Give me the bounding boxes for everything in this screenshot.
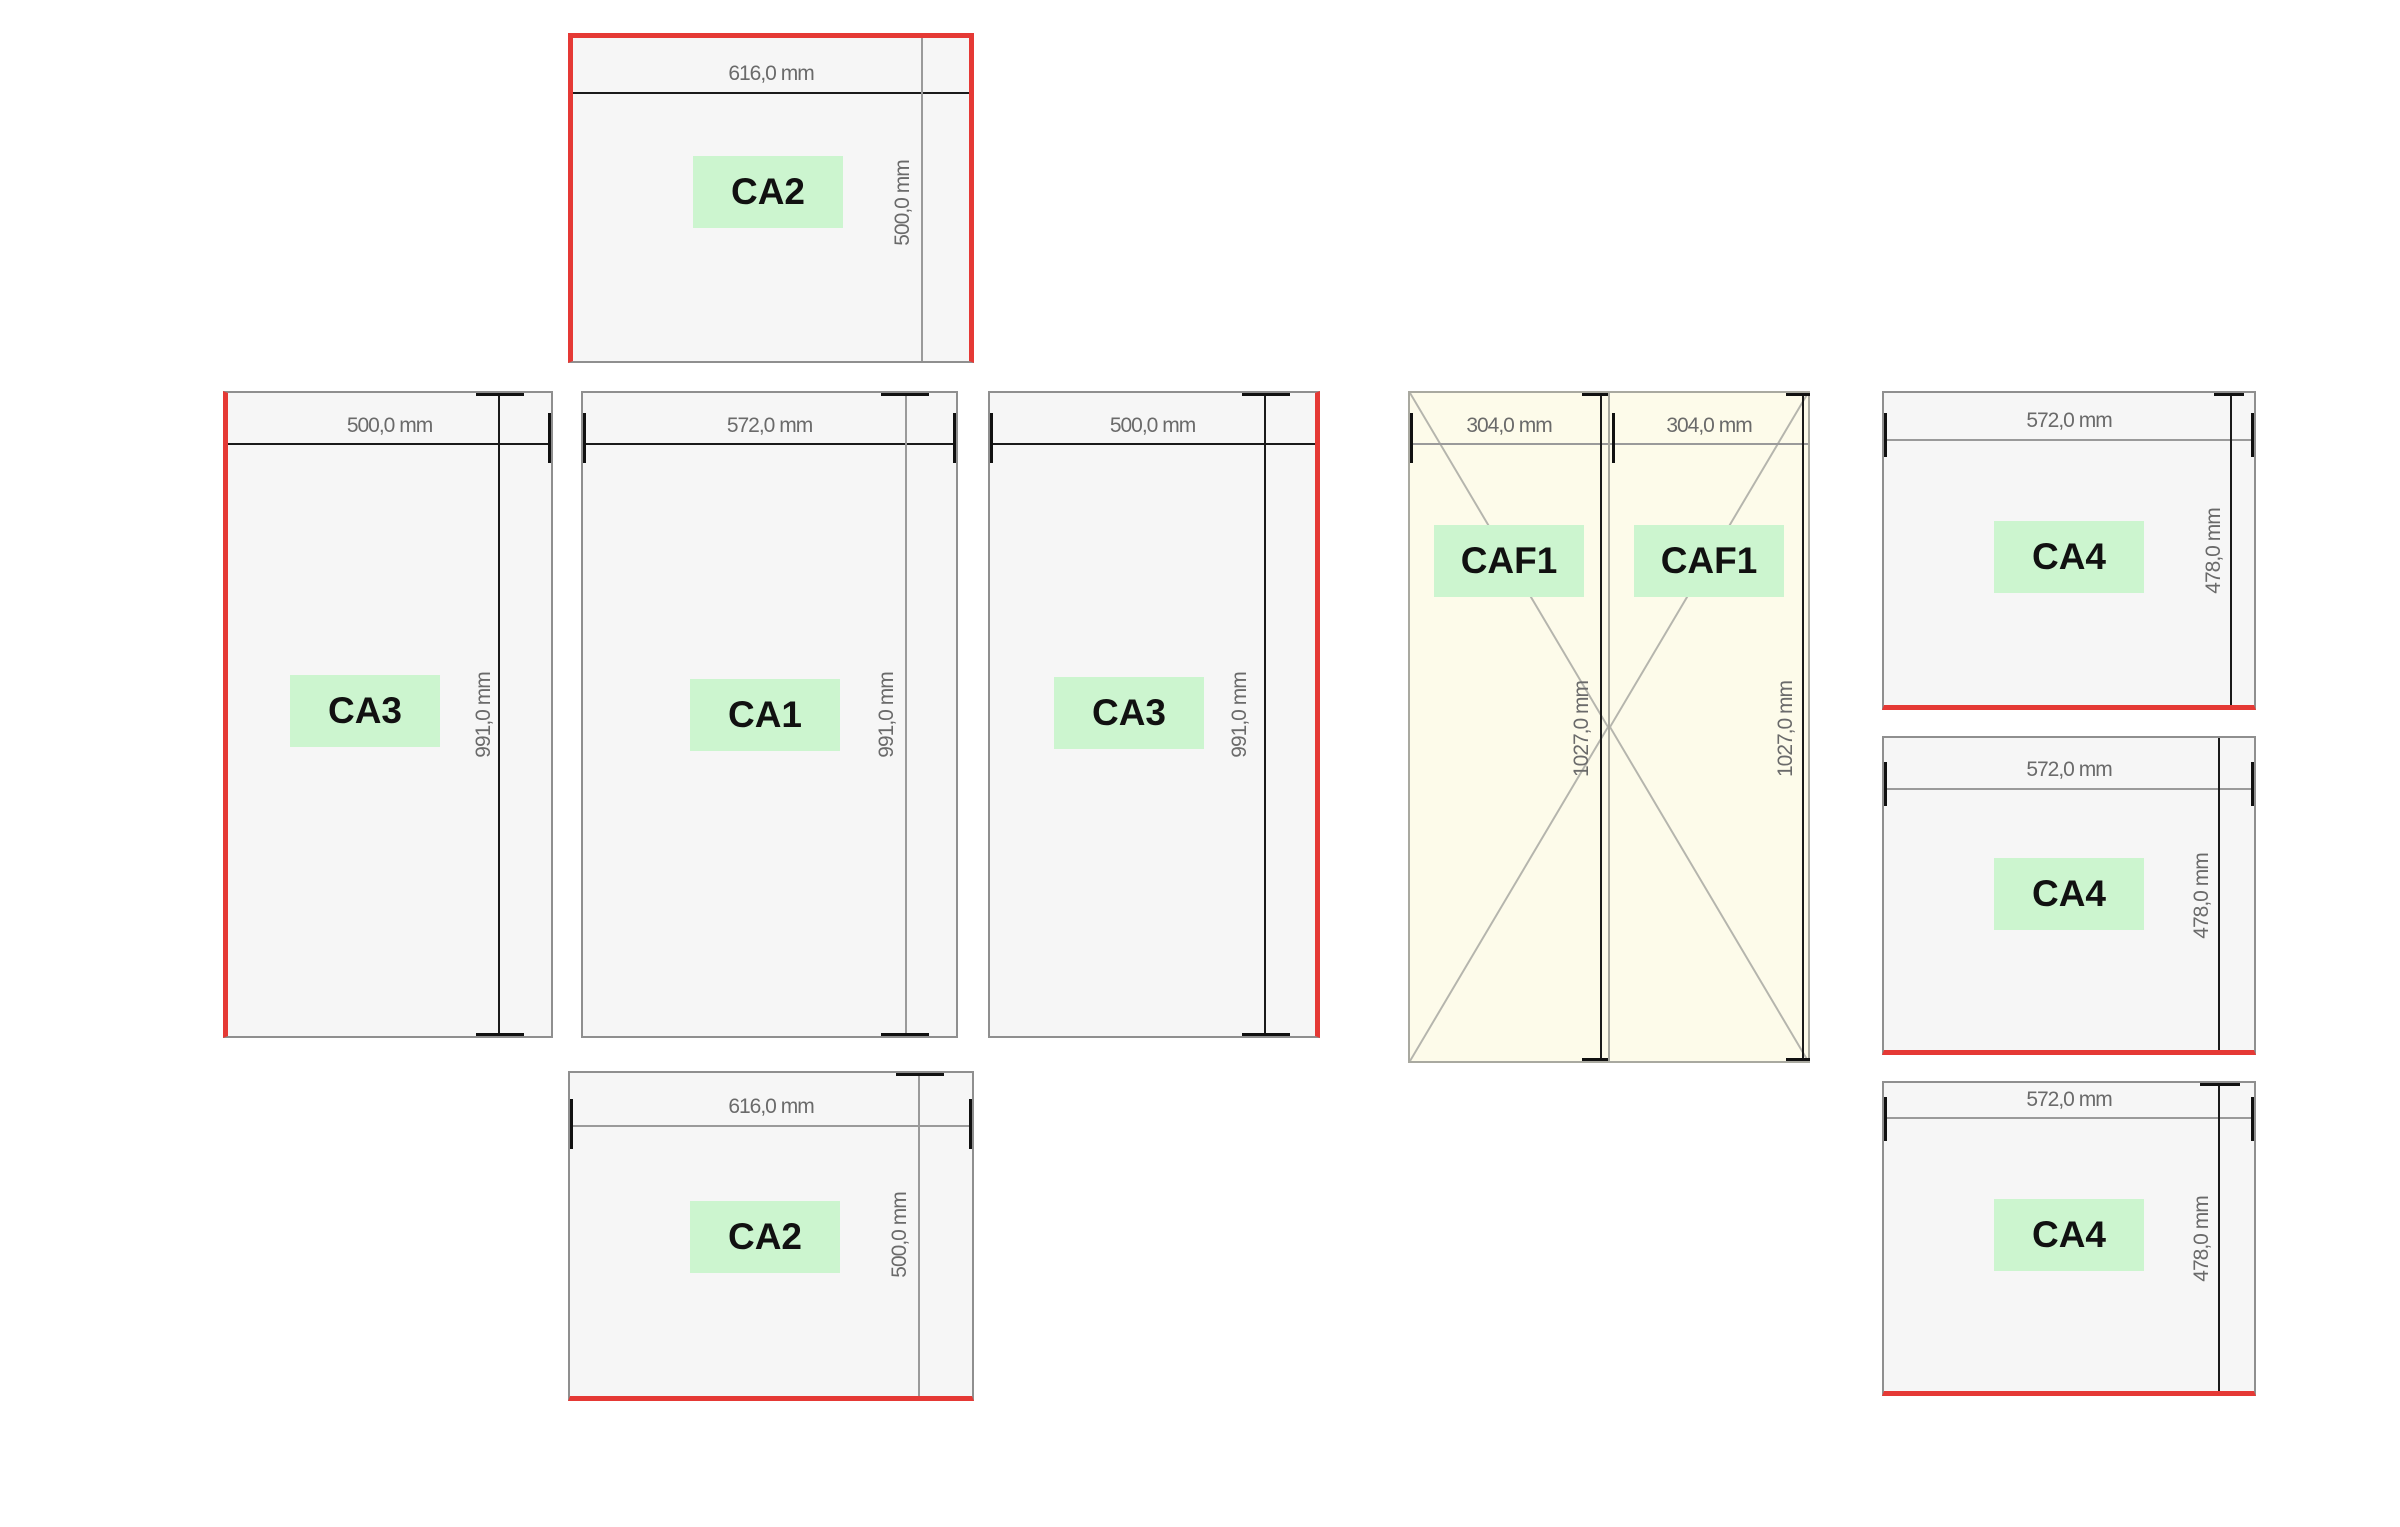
dimension-tick [1884,413,1887,457]
dimension-tick [881,393,929,396]
width-dimension-label: 616,0 mm [728,1095,814,1118]
dimension-tick [1242,1033,1290,1036]
dimension-tick [1242,393,1290,396]
dimension-tick [2251,1097,2254,1141]
panel-tag: CAF1 [1434,525,1584,597]
height-dimension-line [1600,393,1602,1061]
dimension-tick [1884,762,1887,806]
width-dimension-label: 572,0 mm [726,414,813,437]
height-dimension-line [2218,1083,2220,1391]
height-dimension-line [905,393,907,1036]
dimension-tick [1410,413,1413,463]
width-dimension-label: 500,0 mm [1109,414,1196,437]
dimension-tick [548,413,551,463]
width-dimension-line [228,443,551,445]
width-dimension-label: 616,0 mm [728,62,814,85]
dimension-tick [1884,1097,1887,1141]
width-dimension-line [1884,788,2254,790]
width-dimension-label: 304,0 mm [1466,414,1552,437]
panel-ca4-top: 572,0 mm 478,0 mm CA4 [1882,391,2256,710]
panel-tag: CAF1 [1634,525,1784,597]
dimension-tick [583,413,586,463]
dimension-tick [570,1099,573,1149]
dimension-tick [881,1033,929,1036]
dimension-tick [2214,393,2244,396]
dimension-tick [1612,413,1615,463]
panel-tag: CA3 [1054,677,1204,749]
dimension-tick [476,393,524,396]
panel-ca2-top: 616,0 mm 500,0 mm CA2 [568,33,974,363]
panel-tag: CA2 [693,156,843,228]
panel-tag: CA1 [690,679,840,751]
panel-tag: CA4 [1994,521,2144,593]
width-dimension-label: 572,0 mm [2026,758,2112,781]
height-dimension-line [921,38,923,361]
height-dimension-line [2218,738,2220,1050]
panel-tag: CA4 [1994,858,2144,930]
panel-ca4-middle: 572,0 mm 478,0 mm CA4 [1882,736,2256,1055]
dimension-tick [1582,393,1618,396]
dimension-tick [476,1033,524,1036]
width-dimension-label: 500,0 mm [346,414,433,437]
width-dimension-line [1610,443,1808,445]
width-dimension-line [990,443,1315,445]
height-dimension-line [1802,393,1804,1061]
dimension-tick [2251,413,2254,457]
width-dimension-line [583,443,956,445]
dimension-tick [2200,1083,2240,1086]
width-dimension-line [573,92,969,94]
panel-tag: CA2 [690,1201,840,1273]
panel-ca1: 572,0 mm 991,0 mm CA1 [581,391,958,1038]
dimension-tick [969,1099,972,1149]
panel-ca2-bottom: 616,0 mm 500,0 mm CA2 [568,1071,974,1401]
dimension-tick [1582,1058,1618,1061]
dimension-tick [990,413,993,463]
width-dimension-label: 572,0 mm [2026,409,2112,432]
panel-ca4-bottom: 572,0 mm 478,0 mm CA4 [1882,1081,2256,1396]
dimension-tick [1786,1058,1810,1061]
height-dimension-line [2230,393,2232,705]
dimension-tick [1786,393,1810,396]
height-dimension-line [1264,393,1266,1036]
dimension-tick [2251,762,2254,806]
dimension-tick [896,1073,944,1076]
width-dimension-line [1884,439,2254,441]
height-dimension-line [918,1073,920,1396]
panel-caf1-right: 304,0 mm 1027,0 mm CAF1 [1608,391,1810,1063]
panel-ca3-right: 500,0 mm 991,0 mm CA3 [988,391,1320,1038]
width-dimension-line [1410,443,1608,445]
panel-ca3-left: 500,0 mm 991,0 mm CA3 [223,391,553,1038]
height-dimension-line [498,393,500,1036]
panel-tag: CA4 [1994,1199,2144,1271]
width-dimension-line [1884,1117,2254,1119]
width-dimension-label: 572,0 mm [2026,1088,2112,1111]
dimension-tick [953,413,956,463]
panel-caf1-left: 304,0 mm 1027,0 mm CAF1 [1408,391,1618,1063]
width-dimension-line [570,1125,972,1127]
width-dimension-label: 304,0 mm [1666,414,1752,437]
panel-tag: CA3 [290,675,440,747]
